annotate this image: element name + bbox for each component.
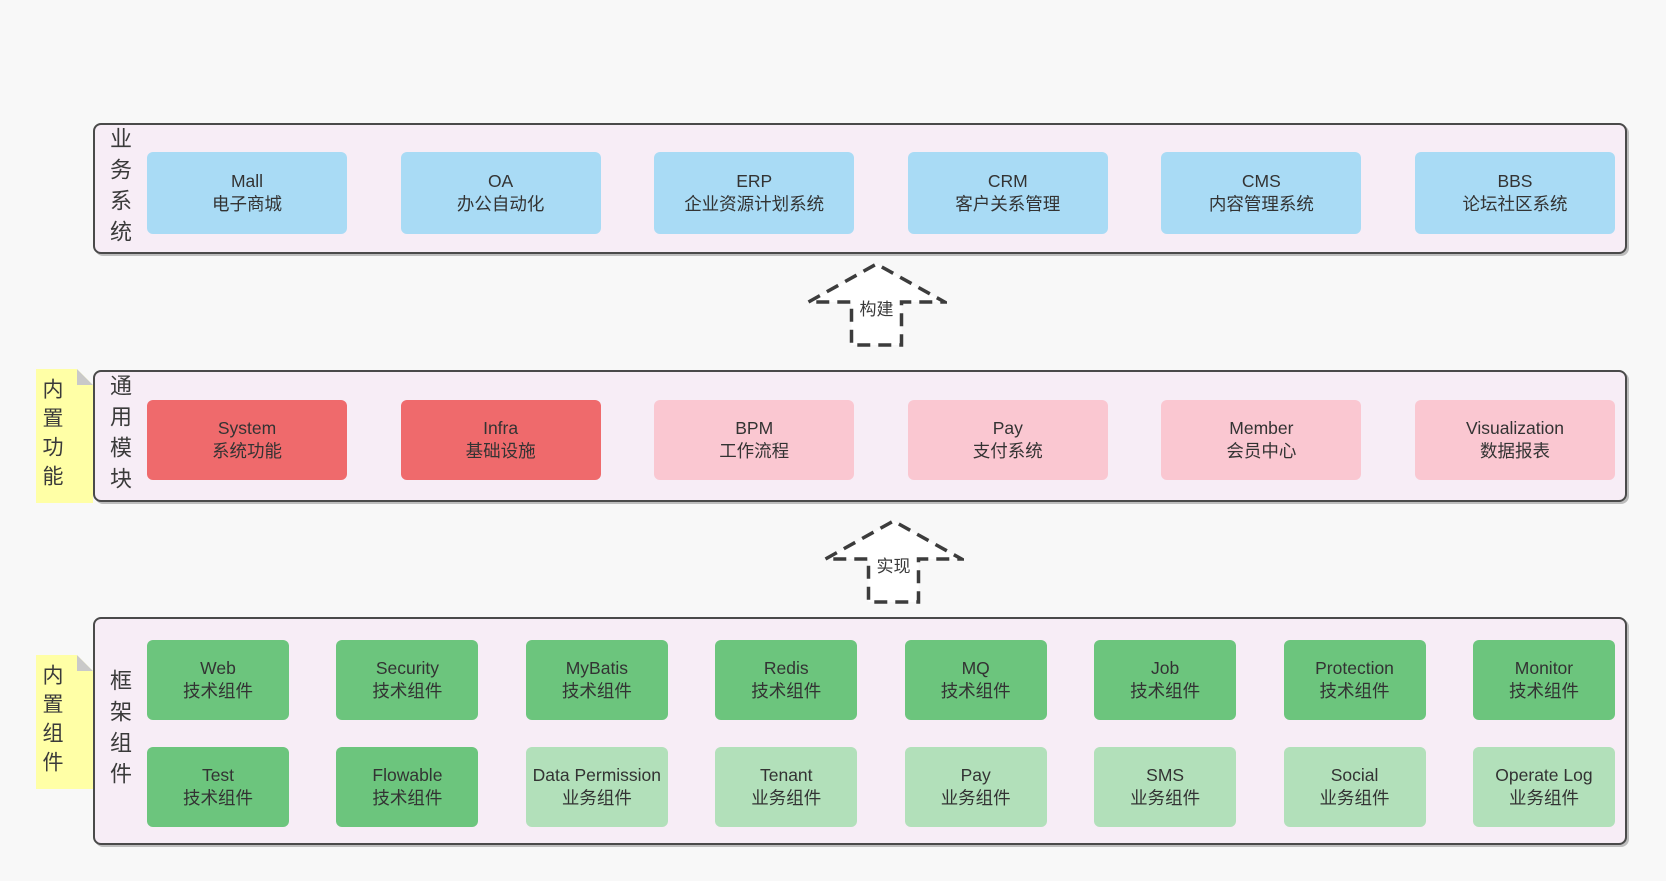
box-flowable: Flowable 技术组件 [336,747,479,827]
box-subtitle: 论坛社区系统 [1462,194,1568,214]
box-title: ERP [736,171,773,191]
box-title: System [217,418,277,438]
box-cms: CMS 内容管理系统 [1161,152,1362,234]
box-title: Visualization [1466,418,1564,438]
sticky-note-builtin-components: 内置组件 [36,655,93,789]
box-subtitle: 数据报表 [1479,441,1550,461]
box-subtitle: 客户关系管理 [955,194,1061,214]
box-title: BPM [735,418,774,438]
box-mybatis: MyBatis 技术组件 [525,640,668,720]
box-subtitle: 业务组件 [940,788,1011,808]
box-infra: Infra 基础设施 [400,400,601,480]
box-title: Social [1330,765,1379,785]
box-subtitle: 技术组件 [940,681,1011,701]
box-title: Mall [230,171,264,191]
box-subtitle: 技术组件 [561,681,632,701]
panel-framework-components: 框架组件 Web 技术组件 Security 技术组件 MyBatis 技术组件… [93,617,1627,845]
box-bpm: BPM 工作流程 [654,400,855,480]
panel-business-systems: 业务系统 Mall 电子商城 OA 办公自动化 ERP 企业资源计划系统 CRM… [93,123,1627,254]
box-title: Protection [1315,658,1394,678]
sticky-note-builtin-features: 内置功能 [36,369,93,503]
box-subtitle: 技术组件 [751,681,822,701]
box-title: Pay [992,418,1023,438]
box-subtitle: 支付系统 [972,441,1043,461]
arrow-label: 实现 [873,552,914,577]
box-title: CRM [987,171,1028,191]
box-job: Job 技术组件 [1094,640,1237,720]
box-title: Security [375,658,440,678]
box-title: Redis [763,658,809,678]
box-mq: MQ 技术组件 [904,640,1047,720]
box-tenant: Tenant 业务组件 [715,747,858,827]
box-title: Operate Log [1495,765,1593,785]
box-subtitle: 技术组件 [1130,681,1201,701]
box-title: SMS [1146,765,1185,785]
panel-label-framework-components: 框架组件 [107,669,132,793]
box-pay-business: Pay 业务组件 [904,747,1047,827]
box-subtitle: 业务组件 [1130,788,1201,808]
box-title: CMS [1241,171,1281,191]
box-title: Test [201,765,235,785]
box-title: OA [487,171,514,191]
box-crm: CRM 客户关系管理 [907,152,1108,234]
box-web: Web 技术组件 [147,640,289,720]
box-member: Member 会员中心 [1161,400,1362,480]
box-oa: OA 办公自动化 [400,152,601,234]
box-subtitle: 技术组件 [1319,681,1390,701]
sticky-note-label: 内置组件 [40,664,63,780]
panel-label-common-modules: 通用模块 [107,374,132,498]
panel-common-modules: 通用模块 System 系统功能 Infra 基础设施 BPM 工作流程 Pay… [93,370,1627,502]
box-subtitle: 技术组件 [1508,681,1579,701]
arrow-implement: 实现 [823,518,964,606]
box-subtitle: 技术组件 [372,788,443,808]
box-mall: Mall 电子商城 [147,152,347,234]
box-test: Test 技术组件 [147,747,289,827]
box-subtitle: 企业资源计划系统 [684,194,825,214]
box-pay: Pay 支付系统 [907,400,1108,480]
box-subtitle: 办公自动化 [456,194,545,214]
box-title: MyBatis [565,658,628,678]
box-operate-log: Operate Log 业务组件 [1472,747,1615,827]
box-subtitle: 业务组件 [561,788,632,808]
sticky-note-label: 内置功能 [40,378,63,494]
box-subtitle: 技术组件 [183,681,253,701]
box-subtitle: 系统功能 [212,441,282,461]
arrow-build: 构建 [806,261,947,349]
box-system: System 系统功能 [147,400,347,480]
box-title: Pay [960,765,991,785]
box-sms: SMS 业务组件 [1094,747,1237,827]
box-subtitle: 基础设施 [465,441,536,461]
box-subtitle: 技术组件 [183,788,253,808]
box-title: MQ [961,658,990,678]
box-visualization: Visualization 数据报表 [1414,400,1615,480]
box-monitor: Monitor 技术组件 [1472,640,1615,720]
box-subtitle: 业务组件 [1319,788,1390,808]
arrow-label: 构建 [856,295,897,320]
box-bbs: BBS 论坛社区系统 [1414,152,1615,234]
box-social: Social 业务组件 [1283,747,1426,827]
box-data-permission: Data Permission 业务组件 [525,747,668,827]
box-title: Monitor [1514,658,1574,678]
box-title: Job [1151,658,1180,678]
box-title: Flowable [372,765,443,785]
box-title: Tenant [759,765,813,785]
box-subtitle: 业务组件 [751,788,822,808]
box-security: Security 技术组件 [336,640,479,720]
box-subtitle: 工作流程 [719,441,790,461]
box-protection: Protection 技术组件 [1283,640,1426,720]
box-subtitle: 业务组件 [1508,788,1579,808]
box-subtitle: 电子商城 [212,194,282,214]
box-title: Data Permission [532,765,662,785]
box-title: Infra [483,418,519,438]
panel-label-business-systems: 业务系统 [107,126,132,251]
box-subtitle: 会员中心 [1226,441,1297,461]
box-subtitle: 内容管理系统 [1208,194,1314,214]
box-title: Member [1229,418,1294,438]
box-redis: Redis 技术组件 [715,640,858,720]
box-title: BBS [1497,171,1533,191]
box-subtitle: 技术组件 [372,681,443,701]
box-erp: ERP 企业资源计划系统 [654,152,855,234]
box-title: Web [200,658,236,678]
